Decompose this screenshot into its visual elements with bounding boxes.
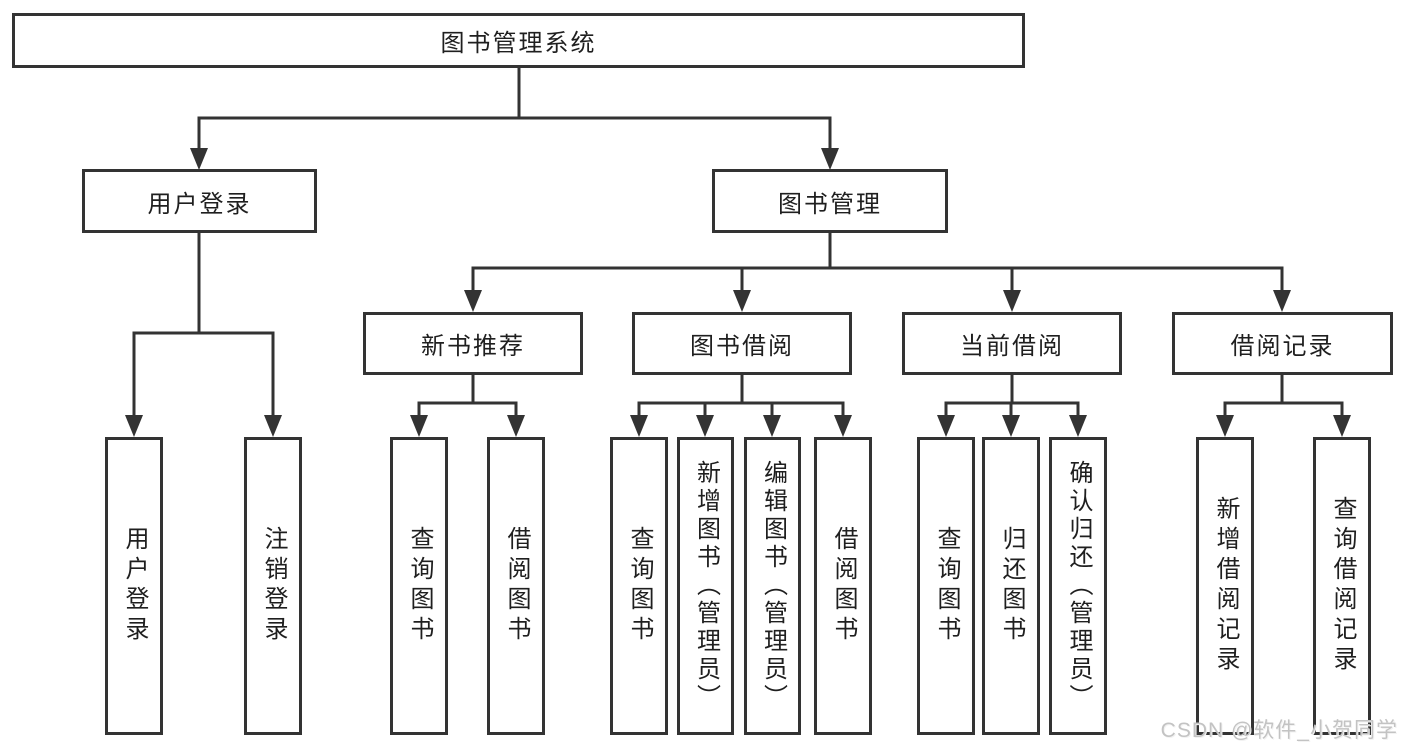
node-label: 借阅记录 xyxy=(1230,333,1335,360)
node-label: 查询图书 xyxy=(933,526,960,646)
node-label: 新增借阅记录 xyxy=(1212,496,1239,676)
node-label: 归还图书 xyxy=(998,526,1025,646)
node-label: 确认归还（管理员） xyxy=(1065,460,1092,712)
leaf-borrow-books: 借阅图书 xyxy=(487,437,545,735)
node-label: 编辑图书（管理员） xyxy=(759,460,787,712)
leaf-query-books: 查询图书 xyxy=(917,437,975,735)
arrowheads xyxy=(125,148,1351,437)
node-label: 用户登录 xyxy=(147,190,252,218)
leaf-borrow-books: 借阅图书 xyxy=(814,437,872,735)
node-label: 当前借阅 xyxy=(960,333,1064,360)
node-label: 图书借阅 xyxy=(690,333,794,360)
node-library-management-system: 图书管理系统 xyxy=(12,13,1025,68)
node-label: 新增图书（管理员） xyxy=(692,460,720,712)
leaf-return-books: 归还图书 xyxy=(982,437,1040,735)
leaf-query-books: 查询图书 xyxy=(610,437,668,735)
node-book-management: 图书管理 xyxy=(712,169,948,233)
leaf-add-books-admin: 新增图书（管理员） xyxy=(677,437,734,735)
node-label: 借阅图书 xyxy=(830,526,857,646)
node-user-login: 用户登录 xyxy=(82,169,317,233)
node-label: 注销登录 xyxy=(260,526,287,646)
leaf-query-books: 查询图书 xyxy=(390,437,448,735)
node-label: 用户登录 xyxy=(121,526,148,646)
leaf-user-login: 用户登录 xyxy=(105,437,163,735)
leaf-query-borrow-record: 查询借阅记录 xyxy=(1313,437,1371,735)
node-label: 图书管理 xyxy=(778,190,882,218)
node-label: 借阅图书 xyxy=(503,526,530,646)
leaf-add-borrow-record: 新增借阅记录 xyxy=(1196,437,1254,735)
node-label: 图书管理系统 xyxy=(440,30,597,57)
node-book-borrow: 图书借阅 xyxy=(632,312,852,375)
leaf-logout: 注销登录 xyxy=(244,437,302,735)
node-label: 查询图书 xyxy=(626,526,653,646)
leaf-edit-books-admin: 编辑图书（管理员） xyxy=(744,437,801,735)
node-current-borrow: 当前借阅 xyxy=(902,312,1122,375)
node-new-book-recommend: 新书推荐 xyxy=(363,312,583,375)
csdn-watermark: CSDN @软件_小贺同学 xyxy=(1160,719,1398,742)
leaf-confirm-return-admin: 确认归还（管理员） xyxy=(1049,437,1107,735)
node-borrow-records: 借阅记录 xyxy=(1172,312,1393,375)
node-label: 查询图书 xyxy=(406,526,433,646)
node-label: 查询借阅记录 xyxy=(1329,496,1356,676)
node-label: 新书推荐 xyxy=(421,333,525,360)
